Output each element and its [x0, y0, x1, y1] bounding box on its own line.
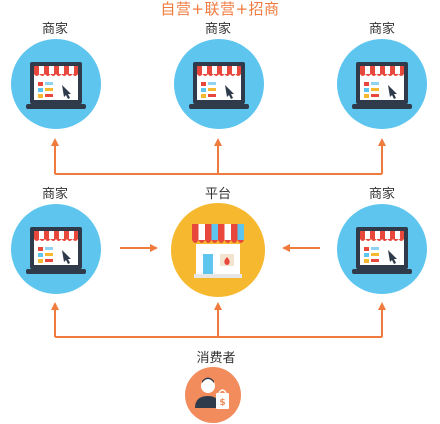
consumer-node: $ [185, 367, 241, 423]
storefront-icon [192, 224, 244, 278]
label-merchant-top-right: 商家 [368, 22, 395, 37]
merchant-node-mid-right [337, 204, 427, 294]
merchant-node-top-center [174, 39, 264, 129]
label-merchant-mid-right: 商家 [368, 187, 395, 202]
top-branch-connector [51, 138, 386, 175]
shopper-icon: $ [195, 377, 229, 409]
diagram-title: 自营+联营+招商 [160, 0, 280, 18]
shop-laptop-icon [189, 62, 249, 109]
merchant-node-top-left [11, 39, 101, 129]
platform-node [171, 203, 265, 297]
label-merchant-mid-left: 商家 [41, 187, 68, 202]
label-merchant-top-center: 商家 [204, 22, 231, 37]
consumer-circle [185, 367, 241, 423]
shop-laptop-icon [26, 227, 86, 274]
svg-text:$: $ [219, 398, 225, 408]
bottom-branch-connector [51, 302, 386, 338]
label-merchant-top-left: 商家 [41, 22, 68, 37]
merchant-node-top-right [337, 39, 427, 129]
shop-laptop-icon [352, 62, 412, 109]
shop-laptop-icon [26, 62, 86, 109]
merchant-node-mid-left [11, 204, 101, 294]
shop-laptop-icon [352, 227, 412, 274]
label-platform: 平台 [204, 187, 231, 202]
label-consumer: 消费者 [196, 351, 236, 366]
